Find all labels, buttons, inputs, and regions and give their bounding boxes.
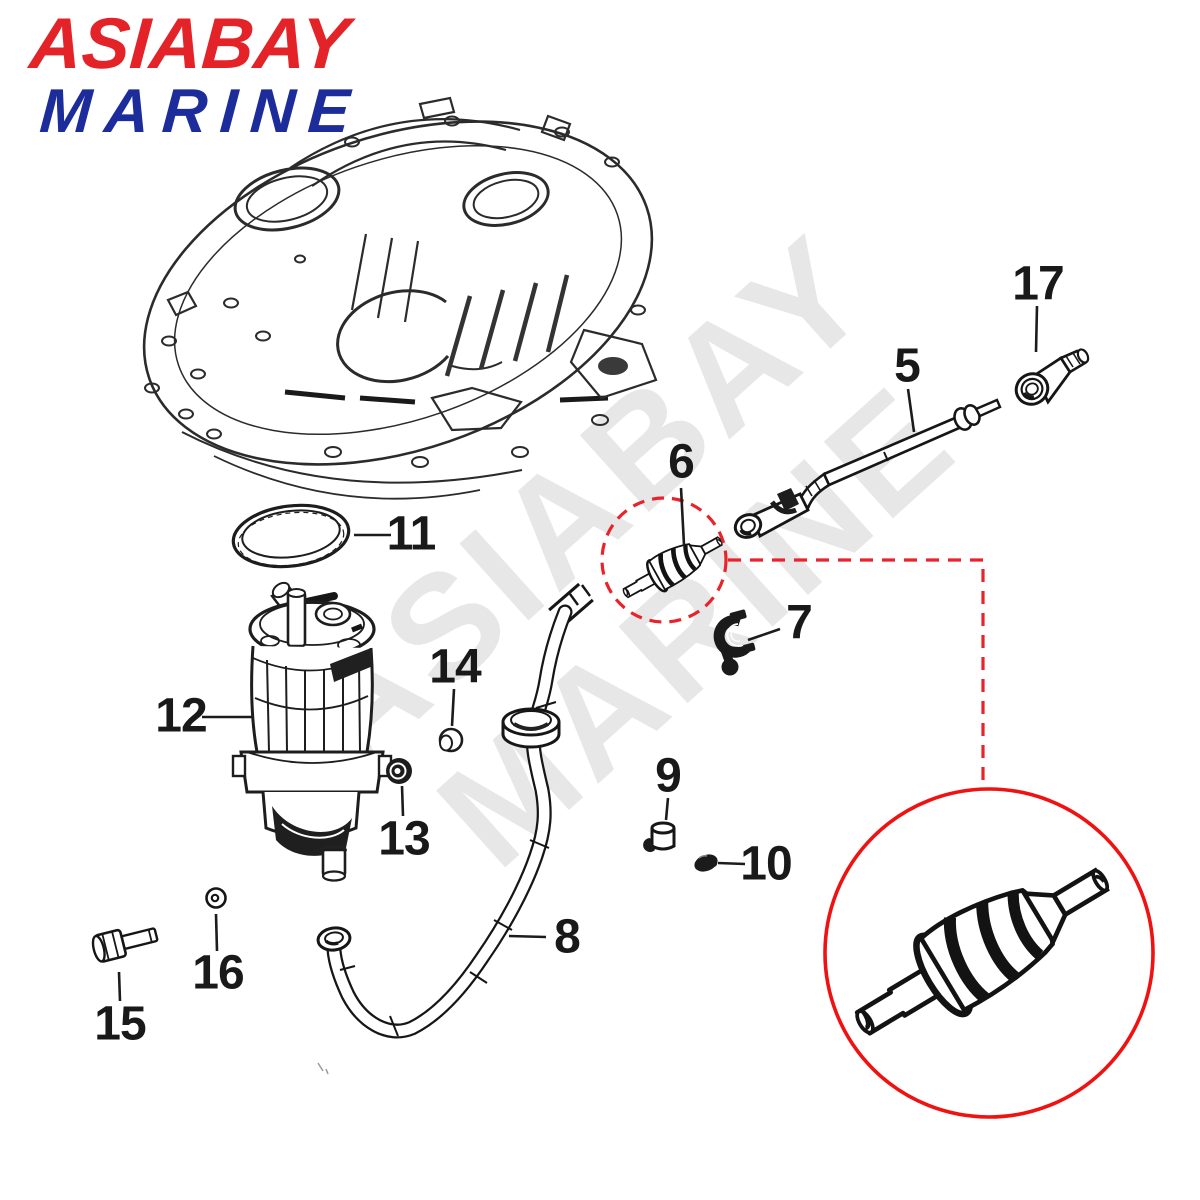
grommet-drawing [438,727,464,753]
callout-label-17: 17 [1012,257,1064,311]
washer-drawing [205,887,227,909]
callout-label-9: 9 [655,749,682,803]
stray-mark [317,1062,329,1075]
brand-logo: ASIABAY MARINE [27,4,366,147]
callout-label-7: 7 [786,596,813,650]
callout-label-16: 16 [192,946,244,1000]
callout-label-10: 10 [740,837,792,891]
callout-leader-lines [117,305,1039,1002]
clip-7-drawing [713,609,756,676]
brand-logo-line1: ASIABAY [27,4,352,84]
callout-label-12: 12 [155,689,207,743]
callout-label-11: 11 [386,507,437,561]
callout-label-5: 5 [894,339,921,393]
callout-label-13: 13 [378,812,430,866]
fuel-pump-drawing [231,581,393,882]
fuel-hose-drawing [316,582,594,1039]
highlight-dashed-connector [728,558,985,786]
callout-label-8: 8 [554,910,581,964]
bushing-drawing [386,758,412,784]
callout-label-14: 14 [429,640,481,694]
brand-logo-line2: MARINE [37,77,366,147]
connector-17-drawing [1014,348,1090,406]
magnifier-detail [823,787,1155,1119]
callout-label-6: 6 [668,435,695,489]
hose-grommet-drawing [501,707,561,749]
bolt-drawing [91,927,159,963]
highlight-dashed-circle [600,496,728,624]
engine-plate-drawing [142,96,658,500]
clip-9-drawing [643,821,676,852]
fuel-tube-drawing [733,398,1002,539]
plug-10-drawing [694,854,718,872]
callout-label-15: 15 [94,997,146,1051]
seal-ring-drawing [231,503,351,569]
